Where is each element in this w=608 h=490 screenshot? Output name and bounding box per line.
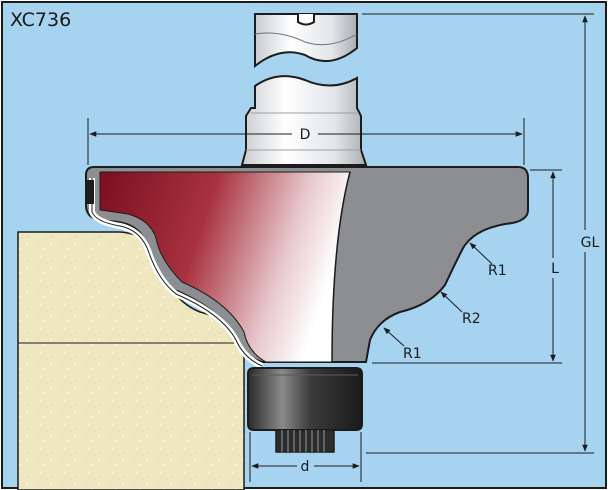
edge-notch [86,180,94,204]
carbide-boundary [331,171,351,363]
label-d: d [301,459,310,475]
label-GL: GL [581,235,600,251]
dimension-D [87,118,525,165]
label-D: D [300,127,311,143]
label-R2: R2 [462,311,481,327]
shank-top [254,13,358,69]
shank-shade [254,32,358,46]
label-R1-lower: R1 [403,346,422,362]
shank-slot [297,14,315,26]
label-L: L [551,261,559,277]
dimension-L [372,169,562,364]
dimension-d [249,432,362,482]
shank-lower [240,75,368,166]
label-R1-upper: R1 [488,263,507,279]
leader-R1-upper [469,242,493,265]
leader-R2 [440,291,463,313]
profile-outline [91,178,263,367]
screw-threads [281,430,325,452]
leader-R1-lower [383,327,405,347]
diagram-title: XC736 [10,9,71,31]
bearing-screw [275,429,335,453]
dimension-GL [362,13,594,454]
bearing [247,367,363,431]
